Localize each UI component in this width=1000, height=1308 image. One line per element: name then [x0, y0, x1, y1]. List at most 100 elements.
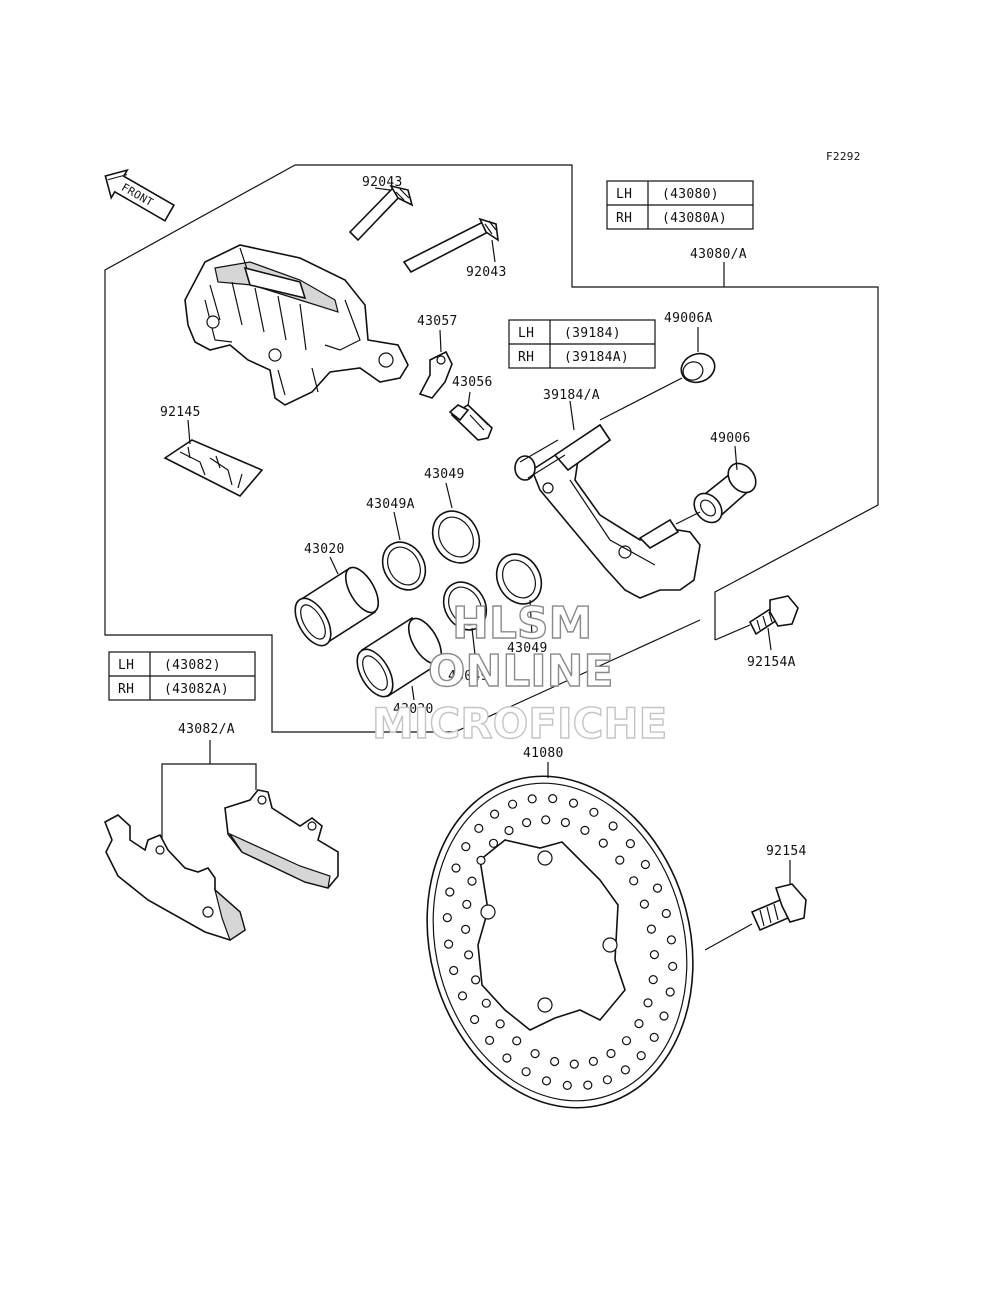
disc-hole	[568, 798, 579, 808]
disc-hole	[665, 987, 675, 997]
disc-hole	[461, 924, 471, 935]
disc-hole	[549, 1056, 560, 1067]
label-92145: 92145	[160, 405, 201, 420]
watermark-line3: MICROFICHE	[372, 699, 667, 748]
disc-hole	[464, 950, 474, 960]
seal-43049-bot	[495, 553, 543, 637]
label-92154A: 92154A	[747, 655, 796, 670]
disc-hole	[470, 1014, 480, 1025]
disc-hole	[530, 1048, 540, 1059]
disc-hole	[666, 935, 677, 945]
seal-43049A-bot	[442, 581, 488, 665]
table-43082: LH (43082) RH (43082A)	[108, 651, 256, 701]
label-43057: 43057	[417, 314, 458, 329]
label-39184A: 39184/A	[543, 388, 600, 403]
disc-hole	[485, 1035, 495, 1046]
table-39184-rh-side: RH	[518, 350, 534, 365]
disc-hole	[621, 1036, 632, 1046]
label-43049A-bot: 43049A	[448, 669, 497, 684]
label-49006A: 49006A	[664, 311, 713, 326]
table-43080-rh-side: RH	[616, 211, 632, 226]
disc-hole	[541, 815, 551, 825]
boot-49006A	[599, 327, 716, 421]
disc-hole	[461, 841, 471, 852]
disc-hole	[569, 1059, 579, 1069]
disc-hole	[449, 965, 459, 976]
disc-hole	[668, 961, 678, 972]
table-43080: LH (43080) RH (43080A)	[606, 180, 754, 230]
table-43080-lh-code: (43080)	[662, 187, 719, 202]
label-92043-top: 92043	[362, 175, 403, 190]
label-92043-mid: 92043	[466, 265, 507, 280]
disc-hole	[648, 974, 658, 985]
label-92154: 92154	[766, 844, 807, 859]
disc-hole	[598, 838, 608, 848]
disc-hole	[442, 912, 452, 923]
piston-43020-bot	[356, 616, 443, 701]
bleeder-cap-43057	[418, 329, 453, 399]
caliper-assembly-outline	[104, 164, 879, 733]
disc-hole	[462, 899, 472, 910]
disc-hole	[639, 899, 650, 909]
disc-vent-holes	[442, 793, 678, 1091]
disc-hole	[444, 939, 454, 949]
label-41080: 41080	[523, 746, 564, 761]
disc-hole	[471, 975, 481, 985]
disc-hole	[512, 1036, 522, 1046]
table-43082-lh-code: (43082)	[164, 658, 221, 673]
disc-hole	[541, 1076, 552, 1086]
disc-hole	[643, 998, 653, 1008]
disc-hole	[625, 838, 636, 849]
brake-disc-41080	[426, 762, 694, 1109]
disc-hole	[661, 908, 671, 919]
brake-pad-front	[103, 814, 246, 941]
piston-43020-top	[294, 556, 380, 647]
bolt-92154	[704, 860, 807, 951]
disc-hole	[507, 799, 518, 809]
disc-hole	[467, 876, 477, 886]
label-43020-bot: 43020	[393, 702, 434, 717]
table-39184: LH (39184) RH (39184A)	[508, 319, 656, 369]
figure-code: F2292	[826, 150, 861, 163]
disc-hole	[629, 876, 639, 886]
seal-43049A-top	[381, 511, 427, 591]
disc-hole	[636, 1050, 646, 1061]
label-43020-top: 43020	[304, 542, 345, 557]
disc-hole	[560, 817, 571, 828]
label-43049-top: 43049	[424, 467, 465, 482]
disc-hole	[588, 1056, 599, 1067]
bleeder-valve-43056	[448, 391, 493, 441]
disc-hole	[521, 1067, 531, 1077]
label-49006: 49006	[710, 431, 751, 446]
disc-hole	[457, 991, 468, 1001]
disc-hole	[634, 1018, 644, 1029]
label-43049A-top: 43049A	[366, 497, 415, 512]
disc-hole	[476, 855, 486, 866]
disc-hole	[481, 998, 491, 1008]
disc-hole	[490, 809, 500, 819]
table-43082-rh-code: (43082A)	[164, 682, 229, 697]
disc-hole	[606, 1048, 616, 1059]
disc-hole	[659, 1011, 669, 1021]
disc-hole	[602, 1075, 613, 1085]
disc-hole	[640, 859, 651, 870]
boot-49006	[675, 445, 757, 525]
pin-92043-top	[348, 184, 414, 242]
disc-hole	[615, 855, 625, 865]
front-arrow-icon: FRONT	[104, 168, 176, 222]
table-39184-rh-code: (39184A)	[564, 350, 629, 365]
table-43082-lh-side: LH	[118, 658, 134, 673]
table-39184-lh-side: LH	[518, 326, 534, 341]
disc-hole	[527, 794, 537, 804]
disc-hole	[646, 924, 657, 934]
pad-spring-92145	[163, 419, 264, 497]
label-43080A: 43080/A	[690, 247, 747, 262]
table-43080-lh-side: LH	[616, 187, 632, 202]
disc-hole	[620, 1065, 631, 1075]
disc-hole	[451, 863, 461, 873]
label-43049-bot: 43049	[507, 641, 548, 656]
disc-hole	[521, 817, 532, 828]
label-43056: 43056	[452, 375, 493, 390]
label-43082A: 43082/A	[178, 722, 235, 737]
